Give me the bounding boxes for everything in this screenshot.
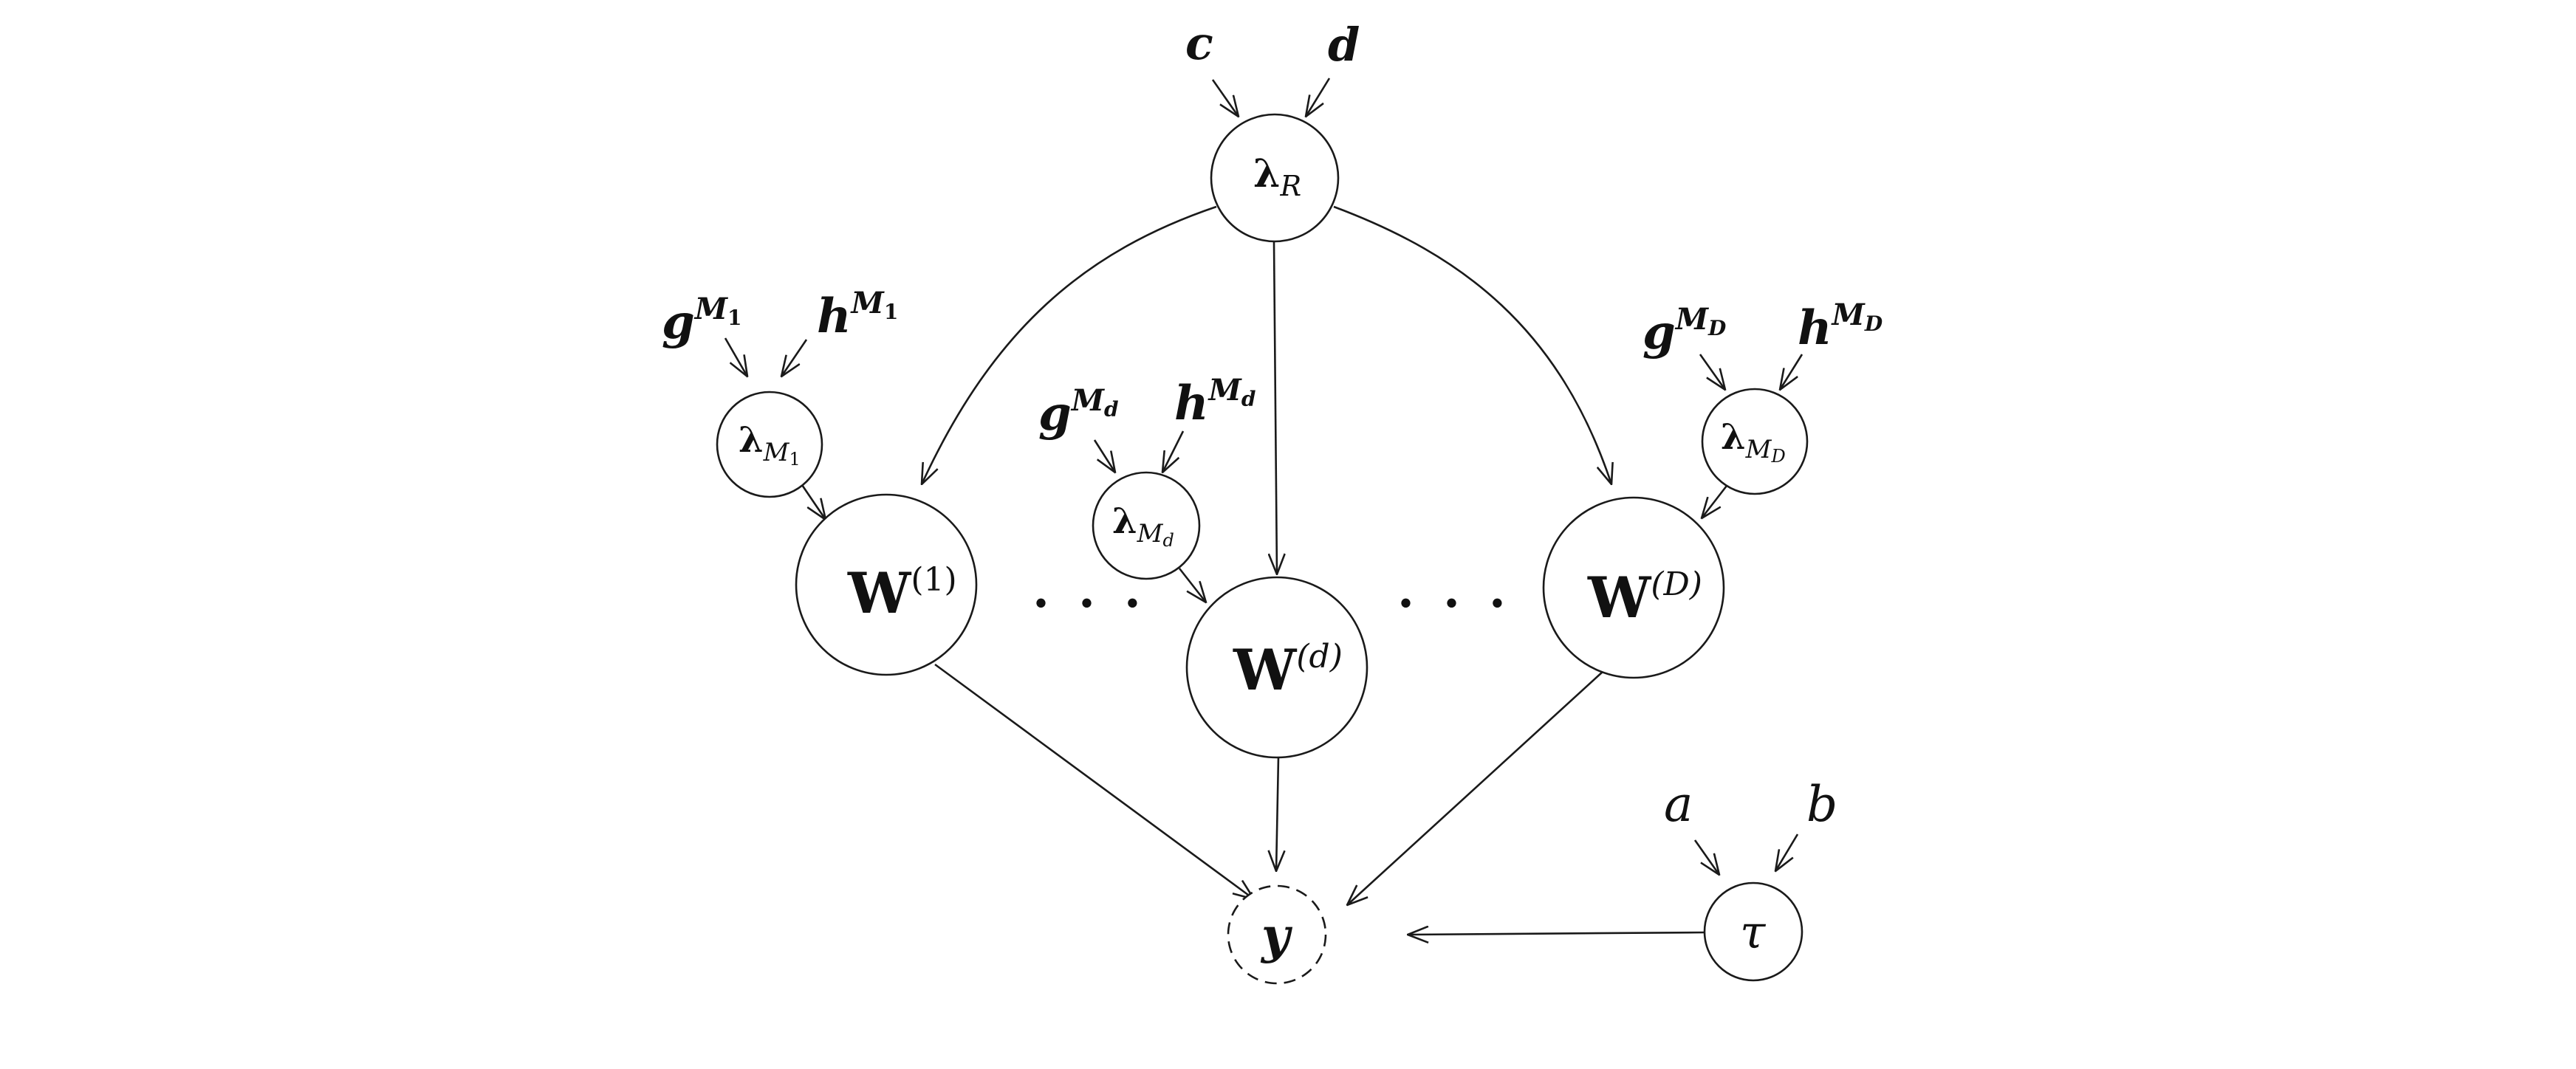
node-w1 (795, 493, 978, 676)
edge-c-to-lambda-r (1211, 79, 1239, 117)
prior-h1-base: h (817, 289, 852, 344)
lambda-md-sub: M (1137, 519, 1164, 549)
ellipsis-right: · · · (1397, 574, 1512, 632)
hyper-c-label: c (1185, 16, 1213, 70)
edge-lambda-r-to-wd (1274, 241, 1277, 574)
prior-gd-base: g (1038, 386, 1072, 441)
wd-sup: (d) (1296, 638, 1343, 676)
node-lambda-md (1092, 471, 1201, 580)
edge-lambda-r-to-w1 (922, 205, 1217, 484)
labels: c d λR gM1 hM1 λM1 gMd hMd λMd gMD (662, 16, 1883, 964)
nodes (716, 113, 1809, 985)
edge-wD-to-y (1347, 671, 1603, 905)
w1-sup: (1) (911, 561, 956, 599)
node-wD (1542, 496, 1725, 679)
ellipsis-left: · · · (1032, 574, 1147, 632)
lambda-md-base: λ (1112, 501, 1137, 542)
lambda-mD-base: λ (1721, 416, 1746, 458)
prior-hD-sup: M (1831, 298, 1866, 332)
hyper-b-label: b (1806, 776, 1837, 833)
lambda-mD-subsub: D (1770, 446, 1785, 467)
node-wd (1185, 576, 1368, 759)
node-tau (1703, 881, 1803, 982)
lambda-mD-sub: M (1745, 435, 1772, 464)
edge-lambda-m1-to-w1 (799, 482, 826, 520)
lambda-md-label: λMd (1112, 501, 1174, 551)
node-lambda-r (1210, 113, 1340, 243)
edge-w1-to-y (934, 663, 1254, 899)
lambda-m1-base: λ (739, 419, 764, 461)
prior-g1-label: gM1 (662, 292, 742, 350)
prior-hd-subsup: d (1241, 387, 1256, 411)
prior-g1-subsup: 1 (727, 306, 741, 330)
prior-gD-subsup: D (1707, 316, 1727, 340)
edge-lambda-mD-to-wD (1702, 485, 1728, 518)
wd-label: W(d) (1233, 637, 1343, 703)
prior-gD-label: gMD (1642, 302, 1727, 360)
prior-hd-sup: M (1208, 373, 1243, 408)
lambda-mD-label: λMD (1721, 416, 1786, 467)
edge-d-to-lambda-r (1306, 78, 1331, 117)
lambda-r-sub: R (1279, 170, 1301, 202)
prior-hD-base: h (1798, 300, 1832, 356)
lambda-m1-subsub: 1 (789, 449, 800, 470)
w1-base: W (847, 560, 912, 626)
prior-h1-label: hM1 (817, 286, 898, 344)
lambda-md-subsub: d (1162, 530, 1174, 551)
prior-gD-base: g (1642, 305, 1676, 360)
wD-base: W (1587, 565, 1652, 630)
edge-a-to-tau (1693, 839, 1719, 875)
wD-sup: (D) (1651, 566, 1702, 603)
prior-hD-subsup: D (1864, 312, 1883, 336)
prior-h1-sup: M (850, 286, 886, 320)
hyper-d-label: d (1328, 18, 1360, 72)
wD-label: W(D) (1587, 565, 1702, 630)
prior-hd-label: hMd (1174, 373, 1256, 431)
lambda-r-base: λ (1253, 151, 1280, 196)
edge-b-to-tau (1775, 833, 1799, 871)
prior-g1-sup: M (693, 292, 729, 326)
edge-hD-to-lambda-mD (1780, 354, 1803, 390)
hyper-a-label: a (1664, 776, 1693, 833)
prior-gd-sup: M (1070, 383, 1106, 418)
edge-lambda-r-to-wD (1333, 205, 1611, 484)
lambda-m1-label: λM1 (739, 419, 801, 470)
edges (724, 78, 1803, 935)
y-label: y (1260, 907, 1293, 964)
prior-gd-subsup: d (1104, 397, 1119, 422)
edge-tau-to-y (1408, 932, 1705, 935)
edge-wd-to-y (1276, 756, 1278, 871)
lambda-r-label: λR (1253, 151, 1301, 202)
edge-hd-to-lambda-md (1162, 430, 1185, 472)
node-lambda-mD (1701, 388, 1809, 495)
prior-hd-base: h (1174, 376, 1209, 431)
edge-lambda-md-to-wd (1178, 568, 1206, 602)
lambda-m1-sub: M (763, 438, 790, 467)
edge-gd-to-lambda-md (1093, 439, 1115, 472)
edge-g1-to-lambda-m1 (724, 337, 747, 377)
prior-gD-sup: M (1674, 302, 1710, 337)
edge-gD-to-lambda-mD (1699, 354, 1725, 390)
prior-gd-label: gMd (1038, 383, 1119, 441)
w1-label: W(1) (847, 560, 957, 626)
wd-base: W (1233, 637, 1298, 703)
prior-h1-subsup: 1 (884, 300, 898, 324)
tau-label: τ (1740, 905, 1767, 959)
edge-h1-to-lambda-m1 (781, 339, 808, 377)
node-lambda-m1 (716, 391, 823, 498)
node-y-latent (1227, 884, 1327, 985)
prior-hD-label: hMD (1798, 298, 1883, 356)
prior-g1-base: g (662, 295, 695, 350)
